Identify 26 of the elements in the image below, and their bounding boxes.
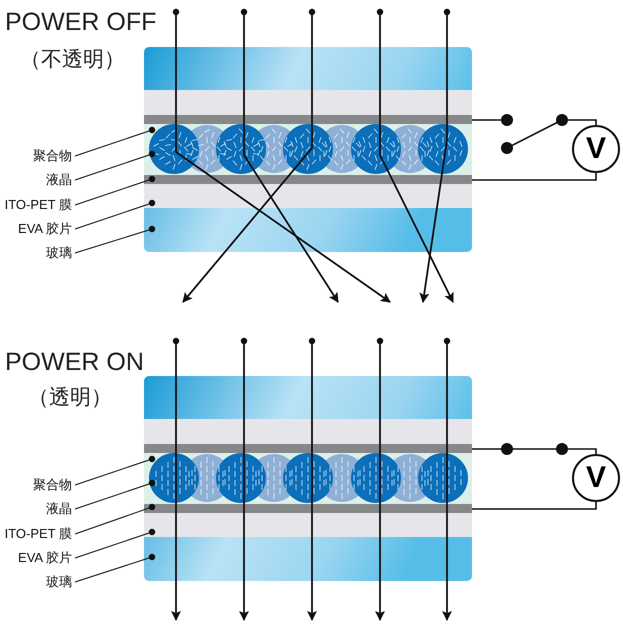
leader-line bbox=[74, 504, 156, 534]
layer-label: ITO-PET 膜 bbox=[4, 526, 72, 542]
layer-label: EVA 胶片 bbox=[18, 550, 72, 566]
layer-label: EVA 胶片 bbox=[18, 221, 72, 237]
leader-line bbox=[74, 200, 156, 230]
panel-state-subtitle: （透明） bbox=[28, 385, 112, 411]
panel-state-title: POWER ON bbox=[5, 348, 144, 377]
leader-line bbox=[74, 126, 156, 156]
voltmeter-symbol: V bbox=[572, 125, 620, 173]
panel-state-title: POWER OFF bbox=[5, 8, 156, 37]
layer-label: 玻璃 bbox=[46, 245, 72, 261]
leader-line bbox=[74, 226, 156, 254]
voltmeter-symbol: V bbox=[572, 454, 620, 502]
layer-label: ITO-PET 膜 bbox=[4, 197, 72, 213]
layer-label: 聚合物 bbox=[33, 148, 72, 164]
leader-line bbox=[74, 150, 156, 180]
leader-line bbox=[74, 176, 156, 206]
layer-label: 液晶 bbox=[46, 172, 72, 188]
layer-label: 玻璃 bbox=[46, 574, 72, 590]
leader-line bbox=[74, 554, 156, 582]
layer-label: 聚合物 bbox=[33, 477, 72, 493]
layer-label: 液晶 bbox=[46, 501, 72, 517]
leader-line bbox=[74, 528, 156, 558]
leader-line bbox=[74, 456, 156, 486]
leader-line bbox=[74, 480, 156, 510]
panel-state-subtitle: （不透明） bbox=[20, 47, 125, 73]
